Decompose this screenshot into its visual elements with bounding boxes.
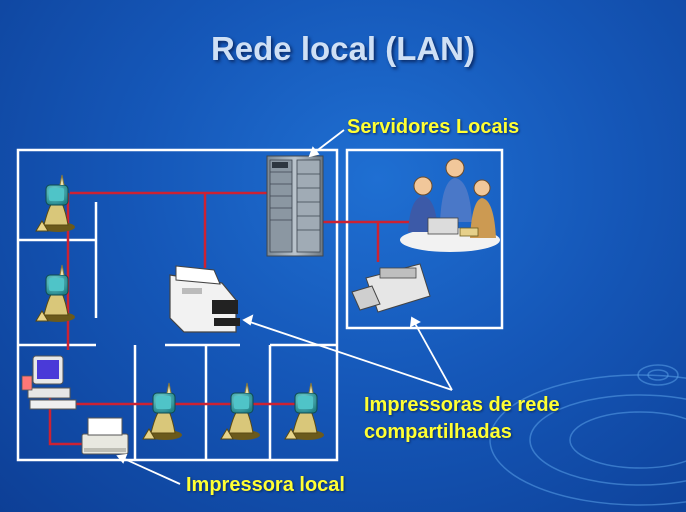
shared-printer-large (169, 265, 240, 333)
shared-printers-label-line2: compartilhadas (364, 421, 512, 443)
servers-label: Servidores Locais (347, 116, 520, 138)
workstation (284, 382, 325, 441)
left-building-outline (16, 148, 339, 462)
desktop-computer (21, 355, 77, 410)
arrow-to-local-printer (117, 455, 181, 485)
people-group (400, 158, 500, 252)
shared-printer-small (351, 263, 431, 313)
room-walls (16, 148, 504, 462)
local-printer (81, 417, 129, 455)
server-rack (266, 155, 324, 257)
local-printer-label: Impressora local (186, 474, 345, 496)
arrowhead (409, 316, 421, 328)
workstation (142, 382, 183, 441)
pointer-arrows (116, 129, 453, 485)
arrowhead (242, 314, 254, 326)
right-room-outline (345, 148, 504, 330)
workstation (220, 382, 261, 441)
slide-title: Rede local (LAN) (210, 30, 476, 67)
water-ripple-decoration (489, 364, 686, 506)
arrow-to-small-printer (411, 317, 453, 391)
shared-printers-label-line1: Impressoras de rede (364, 394, 560, 416)
arrowhead (308, 146, 320, 158)
arrow-to-large-printer (243, 319, 453, 391)
arrowhead (116, 453, 128, 464)
